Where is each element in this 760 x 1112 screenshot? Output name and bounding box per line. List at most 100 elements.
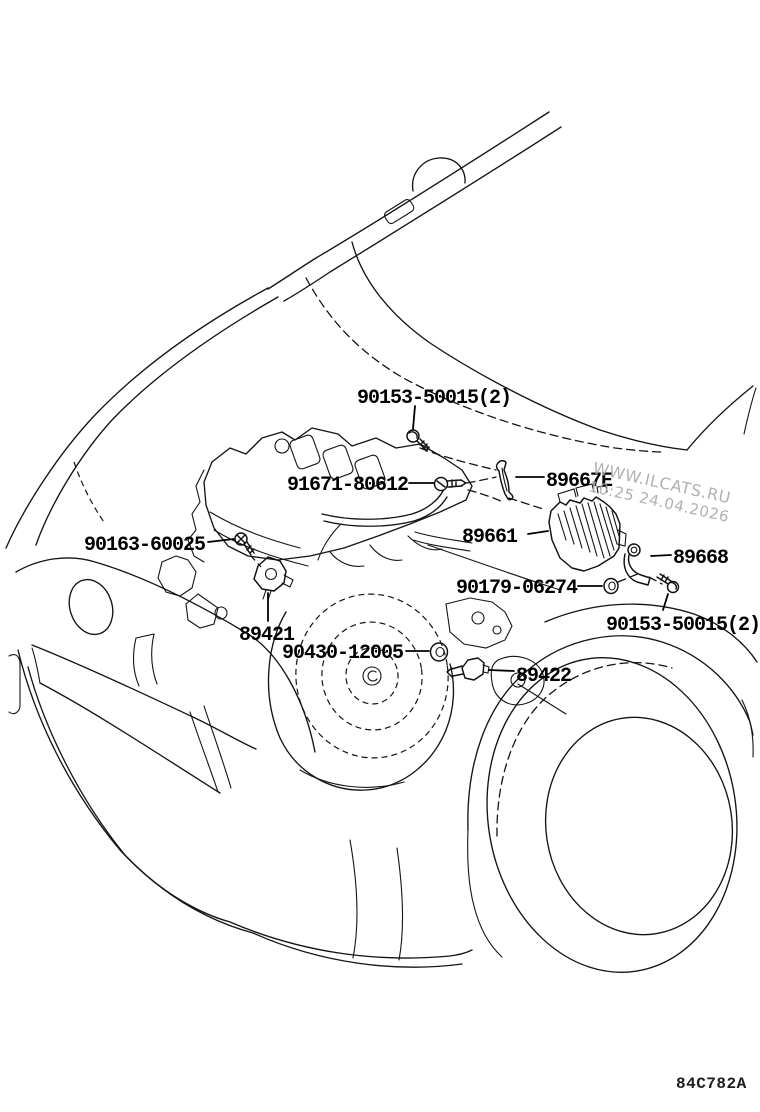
runner-2	[369, 544, 403, 561]
diagram-code: 84C782A	[676, 1075, 747, 1093]
wheel-arch-outer	[467, 635, 754, 831]
label-bolt-top: 90153-50015(2)	[357, 387, 511, 410]
grille-vane-top	[135, 633, 155, 639]
hose-2	[412, 539, 471, 552]
ecu-hatching	[557, 501, 620, 559]
dash-screw-to-knock	[250, 555, 262, 568]
label-bracket-e: 89667E	[546, 470, 613, 493]
bumper-crease-1	[349, 839, 358, 959]
wheel-arch-liner-dashed	[496, 662, 673, 837]
tow-hook-pocket	[8, 654, 21, 715]
fender-left-dash	[73, 461, 105, 523]
dash-ring-to-bracket2	[617, 572, 641, 583]
apron-line-2	[517, 683, 567, 715]
oil-cap	[274, 438, 290, 454]
label-bolt-bottom: 90153-50015(2)	[606, 614, 760, 637]
apron-line	[427, 544, 562, 591]
grille-bottom-edge	[39, 682, 221, 794]
thermo-housing	[490, 655, 545, 706]
label-ring: 90179-06274	[456, 577, 578, 600]
flywheel-circle-outer	[295, 593, 449, 759]
harness-branch	[317, 524, 341, 561]
harness-tube-bottom	[323, 496, 448, 527]
coil-boss-2	[322, 444, 354, 480]
gasket-icon	[429, 642, 449, 662]
knock-sensor-icon	[253, 556, 294, 601]
mirror-outline	[411, 157, 466, 192]
label-screw-left: 90163-60025	[84, 534, 205, 557]
crank-center	[362, 666, 382, 686]
block-boss	[185, 593, 219, 629]
bell-housing	[267, 611, 455, 791]
hose-1	[414, 531, 473, 544]
dash-screw-to-bracket-b	[467, 489, 502, 502]
hood-edge	[15, 557, 316, 753]
headlamp	[68, 578, 114, 636]
ecu-connector-1	[557, 488, 577, 503]
coil-boss-1	[289, 434, 321, 470]
crank-c-mark	[367, 670, 378, 682]
ecu-side-tab	[616, 529, 627, 547]
ecu-icon	[548, 483, 627, 572]
bracket-89668-icon	[623, 543, 651, 586]
label-ecu: 89661	[462, 526, 518, 549]
grille-vane-2	[151, 633, 158, 685]
hood-rear-dashed	[305, 277, 665, 453]
grille-vane-1	[133, 637, 140, 687]
leader-ecu	[527, 530, 549, 535]
engine-mount	[445, 597, 513, 649]
label-leader-lines	[207, 405, 672, 672]
valve-cover-top	[211, 427, 473, 501]
flywheel-circle-inner	[345, 647, 399, 705]
runner-3	[407, 535, 443, 551]
fender-left-inner	[35, 296, 279, 546]
car-body-outline	[5, 111, 757, 968]
dash-bracket-to-ecu	[508, 497, 547, 511]
front-wheel	[467, 603, 758, 973]
cowl-right-branch	[686, 385, 754, 451]
label-gasket: 90430-12005	[282, 642, 403, 665]
fender-right-edge	[741, 699, 754, 758]
alt-bracket	[157, 555, 197, 597]
bumper-crease-2	[396, 847, 404, 961]
ecu-connector-2	[575, 483, 595, 497]
temp-sensor-icon	[446, 657, 490, 681]
bolt-top-icon	[406, 429, 430, 452]
label-knock-sensor: 89421	[239, 624, 295, 647]
grille-left-cap	[31, 647, 41, 684]
part-labels: 90153-50015(2) 91671-80612 89667E 89661 …	[84, 387, 760, 688]
mount-hole-1	[471, 611, 485, 625]
clamp-screw-icon	[433, 476, 467, 492]
tire-outline	[486, 657, 738, 973]
oil-pan-line	[299, 769, 405, 788]
flywheel-circle-mid	[321, 621, 423, 731]
grille-corner-1	[189, 711, 219, 793]
label-harness-clamp: 91671-80612	[287, 474, 408, 497]
fender-right-arc	[743, 387, 757, 435]
grille-corner-2	[203, 705, 232, 789]
fender-left-outer	[5, 287, 269, 549]
dash-bolt-to-bracket	[419, 447, 497, 471]
dash-screw-to-bracket-a	[466, 476, 497, 484]
screw-left-icon	[234, 532, 255, 556]
block-bolt-hole	[214, 606, 228, 620]
rim-outline	[544, 716, 734, 936]
intake-line-2	[213, 529, 309, 567]
grille-top-edge	[31, 644, 257, 750]
mount-hole-2	[492, 625, 502, 635]
block-left-edge	[187, 469, 205, 563]
leader-screw-left	[207, 538, 235, 543]
wiper-block	[383, 199, 415, 225]
assembly-dashed-lines	[250, 447, 663, 585]
thermo-hole	[510, 672, 526, 688]
harness-tube-top	[321, 490, 444, 520]
dash-bracket2-to-bolt	[648, 576, 663, 585]
ring-90179-icon	[603, 577, 619, 595]
runner-1	[329, 551, 365, 567]
leader-bolt-bottom	[662, 593, 669, 611]
coil-boss-3	[354, 454, 386, 490]
bracket-89667e-icon	[495, 460, 514, 501]
bumper-inner	[27, 666, 473, 959]
